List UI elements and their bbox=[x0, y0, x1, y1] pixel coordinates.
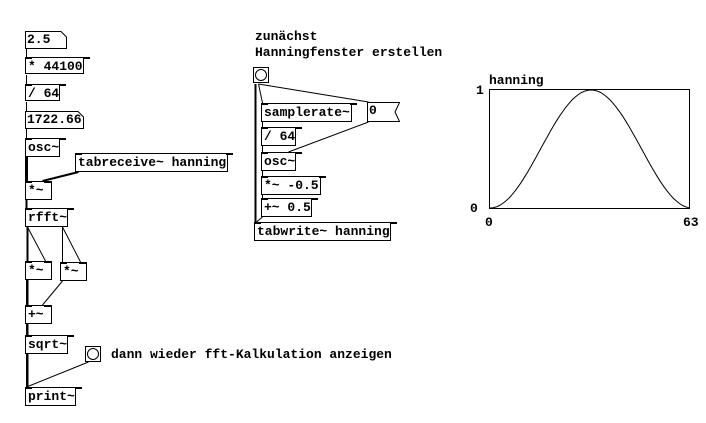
number-box-phase[interactable]: 0 bbox=[367, 102, 400, 122]
tabreceive-object[interactable]: tabreceive~ hanning bbox=[75, 153, 234, 172]
add-half-object[interactable]: +~ 0.5 bbox=[261, 198, 318, 217]
samplerate-object[interactable]: samplerate~ bbox=[261, 103, 357, 122]
patch-cord[interactable] bbox=[258, 83, 369, 103]
array-y-bottom-label: 0 bbox=[470, 201, 478, 216]
array-x-end-label: 63 bbox=[683, 215, 699, 230]
array-y-top-label: 1 bbox=[476, 83, 484, 98]
array-x-start-label: 0 bbox=[485, 215, 493, 230]
patch-cord[interactable] bbox=[42, 171, 79, 182]
div-64-object[interactable]: / 64 bbox=[25, 84, 67, 101]
square-imag-object[interactable]: *~ bbox=[60, 262, 87, 281]
patch-cord[interactable] bbox=[258, 83, 263, 104]
mult-44100-object[interactable]: * 44100 bbox=[25, 57, 90, 74]
tabwrite-object[interactable]: tabwrite~ hanning bbox=[254, 222, 397, 241]
patch-cord[interactable] bbox=[42, 280, 63, 306]
window-bang-button[interactable] bbox=[253, 67, 269, 83]
rfft-object[interactable]: rfft~ bbox=[25, 208, 75, 227]
window-comment-line2: Hanningfenster erstellen bbox=[255, 45, 443, 60]
osc-object[interactable]: osc~ bbox=[25, 138, 67, 157]
sqrt-object[interactable]: sqrt~ bbox=[25, 335, 75, 354]
patch-cord[interactable] bbox=[26, 361, 89, 388]
add-object[interactable]: +~ bbox=[25, 305, 52, 324]
mult-neg-half-object[interactable]: *~ -0.5 bbox=[261, 176, 326, 195]
patch-cord[interactable] bbox=[288, 121, 369, 153]
array-name-label: hanning bbox=[489, 73, 544, 88]
window-div-64-object[interactable]: / 64 bbox=[261, 127, 303, 146]
print-comment: dann wieder fft-Kalkulation anzeigen bbox=[111, 347, 392, 362]
patch-cord[interactable] bbox=[62, 226, 81, 263]
patch-cord[interactable] bbox=[27, 226, 46, 262]
hanning-array-graph[interactable] bbox=[489, 89, 691, 210]
number-box-top[interactable]: 2.5 bbox=[25, 31, 67, 49]
hanning-curve bbox=[489, 89, 690, 209]
mult-window-object[interactable]: *~ bbox=[25, 181, 52, 200]
number-box-frequency[interactable]: 1722.66 bbox=[25, 111, 84, 129]
window-osc-object[interactable]: osc~ bbox=[261, 152, 303, 171]
square-real-object[interactable]: *~ bbox=[25, 261, 52, 280]
print-object[interactable]: print~ bbox=[25, 387, 82, 406]
window-comment-line1: zunächst bbox=[255, 29, 318, 44]
print-bang-button[interactable] bbox=[85, 346, 101, 362]
patch-cord[interactable] bbox=[256, 216, 263, 223]
